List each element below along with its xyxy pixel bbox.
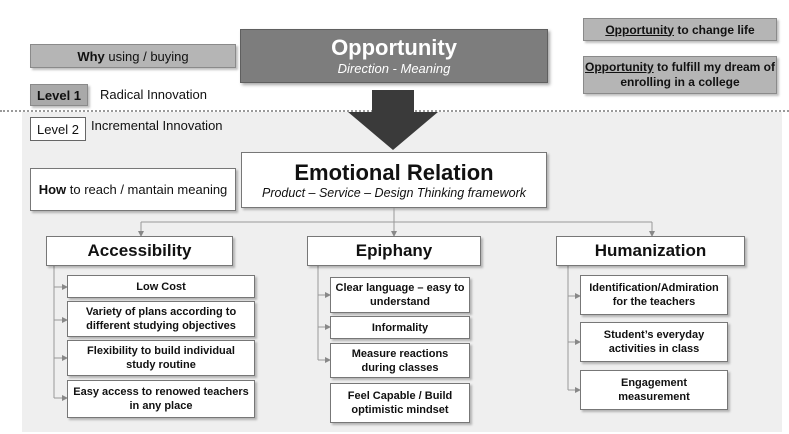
opportunity-box: Opportunity Direction - Meaning — [240, 29, 548, 83]
item-everyday-activities: Student’s everyday activities in class — [580, 322, 728, 362]
item-low-cost: Low Cost — [67, 275, 255, 298]
item-flexibility: Flexibility to build individual study ro… — [67, 340, 255, 376]
how-box: How to reach / mantain meaning — [30, 168, 236, 211]
level1-label: Radical Innovation — [100, 87, 207, 102]
level2-label: Incremental Innovation — [91, 118, 223, 133]
item-easy-access: Easy access to renowed teachers in any p… — [67, 380, 255, 418]
level2-tag: Level 2 — [30, 117, 86, 141]
emotional-subtitle: Product – Service – Design Thinking fram… — [261, 186, 526, 200]
opportunity-subtitle: Direction - Meaning — [337, 61, 451, 76]
opportunity-fulfill-dream: Opportunity to fulfill my dream of enrol… — [583, 56, 777, 94]
level1-tag: Level 1 — [30, 84, 88, 106]
emotional-relation-box: Emotional Relation Product – Service – D… — [241, 152, 547, 208]
opportunity-title: Opportunity — [331, 35, 457, 60]
item-measure-reactions: Measure reactions during classes — [330, 343, 470, 378]
item-identification: Identification/Admiration for the teache… — [580, 275, 728, 315]
item-variety-of-plans: Variety of plans according to different … — [67, 301, 255, 337]
header-accessibility: Accessibility — [46, 236, 233, 266]
header-humanization: Humanization — [556, 236, 745, 266]
header-epiphany: Epiphany — [307, 236, 481, 266]
item-feel-capable: Feel Capable / Build optimistic mindset — [330, 383, 470, 423]
emotional-title: Emotional Relation — [294, 160, 494, 185]
item-informality: Informality — [330, 316, 470, 339]
why-box: Why using / buying — [30, 44, 236, 68]
item-clear-language: Clear language – easy to understand — [330, 277, 470, 313]
down-arrow-icon — [348, 90, 438, 150]
item-engagement: Engagement measurement — [580, 370, 728, 410]
opportunity-change-life: Opportunity to change life — [583, 18, 777, 41]
